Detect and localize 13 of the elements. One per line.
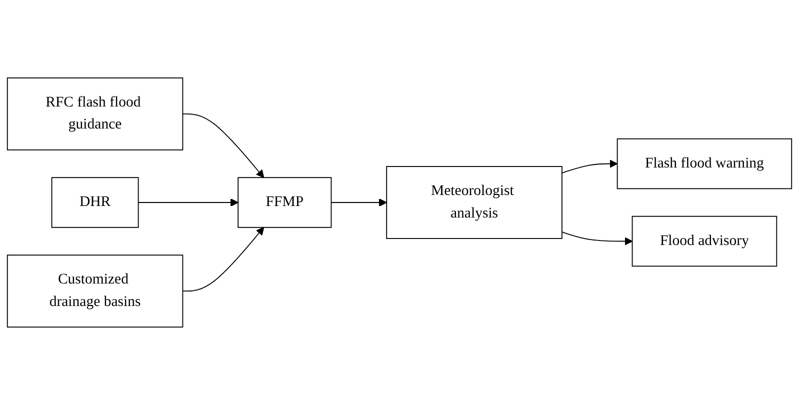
arrow bbox=[182, 227, 264, 292]
arrow bbox=[138, 198, 238, 207]
node-box: Flash flood warning bbox=[616, 138, 792, 190]
node-box: Flood advisory bbox=[632, 216, 778, 267]
arrow bbox=[561, 232, 633, 246]
node-box: Customized drainage basins bbox=[6, 254, 184, 328]
arrow bbox=[182, 113, 264, 178]
node-box: DHR bbox=[51, 177, 139, 228]
arrow bbox=[330, 198, 387, 207]
node-box: Meteorologist analysis bbox=[386, 166, 562, 239]
node-box: FFMP bbox=[238, 177, 332, 228]
node-box: RFC flash flood guidance bbox=[6, 77, 184, 150]
arrow bbox=[561, 160, 618, 174]
